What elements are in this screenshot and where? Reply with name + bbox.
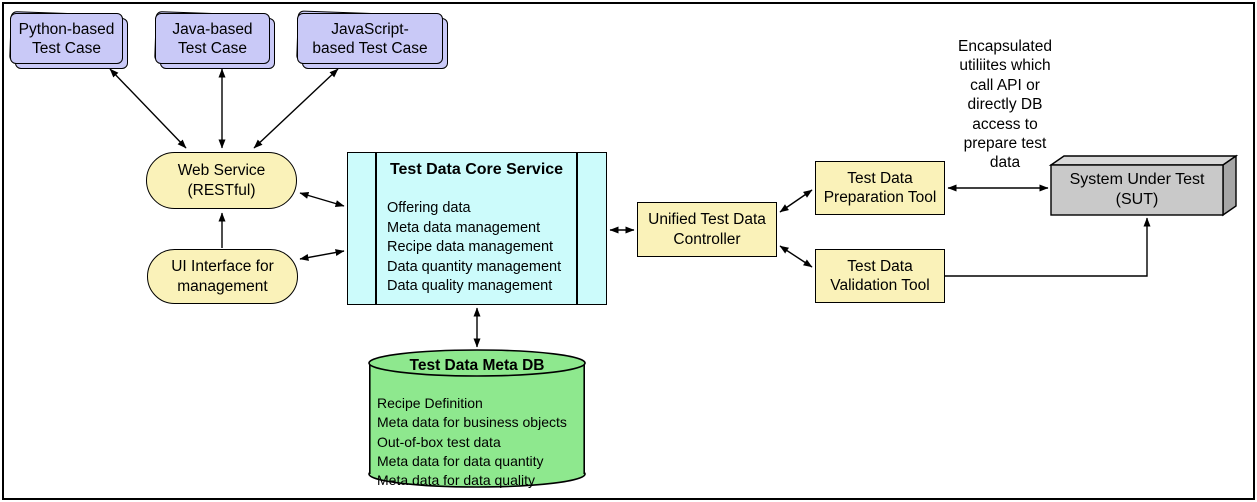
java-test-case-node: Java-based Test Case: [154, 11, 275, 69]
meta-db-item: Out-of-box test data: [377, 433, 501, 450]
meta-db-item: Meta data for data quality: [377, 472, 535, 489]
meta-db-item-list: Recipe Definition Meta data for business…: [377, 394, 567, 490]
validation-tool-node: Test Data Validation Tool: [815, 249, 945, 303]
ui-interface-node: UI Interface for management: [147, 249, 298, 304]
core-service-item: Data quality management: [387, 278, 553, 294]
web-service-node: Web Service (RESTful): [146, 152, 297, 209]
python-test-case-label: Python-based Test Case: [10, 13, 123, 64]
javascript-test-case-label: JavaScript- based Test Case: [297, 13, 443, 64]
python-test-case-node: Python-based Test Case: [9, 11, 128, 69]
meta-db-title: Test Data Meta DB: [409, 357, 545, 374]
core-service-item: Recipe data management: [387, 239, 554, 255]
preparation-tool-node: Test Data Preparation Tool: [815, 161, 945, 215]
core-service-right-divider: [576, 153, 578, 304]
core-service-item: Meta data management: [387, 219, 541, 236]
core-service-left-divider: [375, 153, 377, 304]
meta-db-item: Recipe Definition: [377, 395, 483, 411]
java-test-case-label: Java-based Test Case: [155, 13, 270, 64]
unified-controller-node: Unified Test Data Controller: [637, 202, 777, 257]
javascript-test-case-node: JavaScript- based Test Case: [296, 10, 448, 69]
sut-label: System Under Test (SUT): [1069, 171, 1205, 208]
core-service-item-list: Offering data Meta data management Recip…: [387, 199, 561, 297]
annotation-text: Encapsulated utiliites which call API or…: [958, 38, 1052, 172]
core-service-title: Test Data Core Service: [389, 161, 564, 178]
meta-db-item: Meta data for data quantity: [377, 452, 544, 469]
core-service-item: Offering data: [387, 200, 471, 216]
core-service-node: Test Data Core Service Offering data Met…: [347, 152, 607, 305]
meta-db-node: Test Data Meta DB Recipe Definition Meta…: [369, 350, 585, 490]
meta-db-item: Meta data for business objects: [377, 414, 567, 431]
core-service-item: Data quantity management: [387, 258, 562, 275]
